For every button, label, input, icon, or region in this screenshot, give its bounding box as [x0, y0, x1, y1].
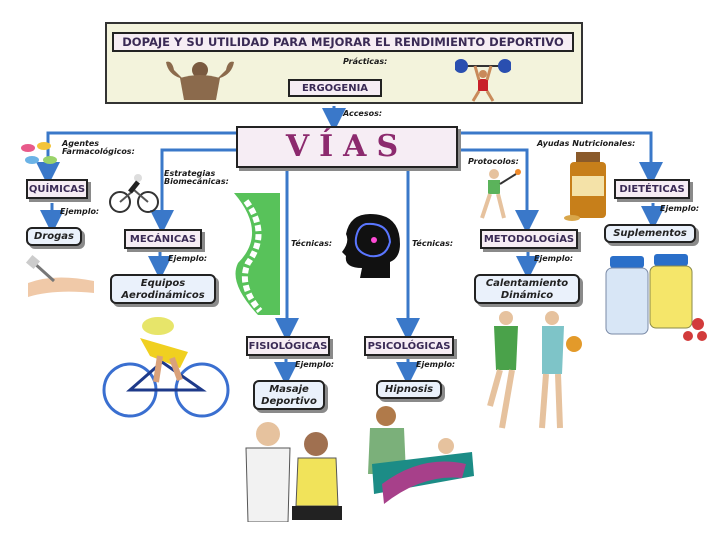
suplementos-box: Suplementos	[604, 224, 696, 243]
psicologicas-ejemplo-label: Ejemplo:	[416, 360, 456, 369]
practicas-label: Prácticas:	[343, 57, 388, 66]
dieteticas-box: DIETÉTICAS	[614, 179, 690, 199]
bodybuilder-illustration	[166, 61, 234, 100]
drogas-box: Drogas	[26, 227, 82, 246]
accesos-label: Accesos:	[343, 109, 383, 118]
mecanicas-ejemplo-label: Ejemplo:	[168, 254, 208, 263]
metodologias-connector-label: Protocolos:	[468, 157, 519, 166]
quimicas-box: QUÍMICAS	[26, 179, 88, 199]
vitamin-bottle-illustration	[564, 152, 606, 221]
weightlifter-illustration	[455, 59, 511, 102]
hypnosis-illustration	[368, 406, 474, 504]
psicologicas-connector-label: Técnicas:	[412, 239, 454, 248]
injection-arm-illustration	[25, 254, 94, 297]
hipnosis-box: Hipnosis	[376, 380, 442, 399]
fisiologicas-box: FISIOLÓGICAS	[246, 336, 330, 356]
vitamin-bottles-illustration	[605, 254, 707, 341]
diagram-title: DOPAJE Y SU UTILIDAD PARA MEJORAR EL REN…	[112, 32, 574, 52]
ergogenia-box: ERGOGENIA	[288, 79, 382, 97]
metodologias-box: METODOLOGÍAS	[480, 229, 578, 249]
fisiologicas-connector-label: Técnicas:	[291, 239, 333, 248]
massage-illustration	[245, 422, 342, 522]
mecanicas-connector-label: Estrategias Biomecánicas:	[164, 169, 229, 187]
warmup-athletes-illustration	[487, 311, 582, 429]
masaje-deportivo-box: Masaje Deportivo	[253, 380, 325, 410]
vias-box: VÍAS	[236, 126, 458, 168]
mecanicas-box: MECÁNICAS	[124, 229, 202, 249]
quimicas-ejemplo-label: Ejemplo:	[60, 207, 100, 216]
cyclist-illustration	[102, 317, 230, 418]
dieteticas-connector-label: Ayudas Nutricionales:	[537, 139, 636, 148]
equipos-aerodinamicos-box: Equipos Aerodinámicos	[110, 274, 216, 304]
dieteticas-ejemplo-label: Ejemplo:	[660, 204, 700, 213]
head-brain-illustration	[342, 214, 400, 278]
tennis-player-illustration	[480, 169, 521, 219]
quimicas-connector-label: Agentes Farmacológicos:	[62, 139, 135, 157]
metodologias-ejemplo-label: Ejemplo:	[534, 254, 574, 263]
psicologicas-box: PSICOLÓGICAS	[364, 336, 454, 356]
calentamiento-dinamico-box: Calentamiento Dinámico	[474, 274, 580, 304]
pills-illustration	[21, 142, 57, 164]
cyclist-small-illustration	[109, 174, 159, 213]
fisiologicas-ejemplo-label: Ejemplo:	[295, 360, 335, 369]
spine-illustration	[234, 193, 280, 315]
